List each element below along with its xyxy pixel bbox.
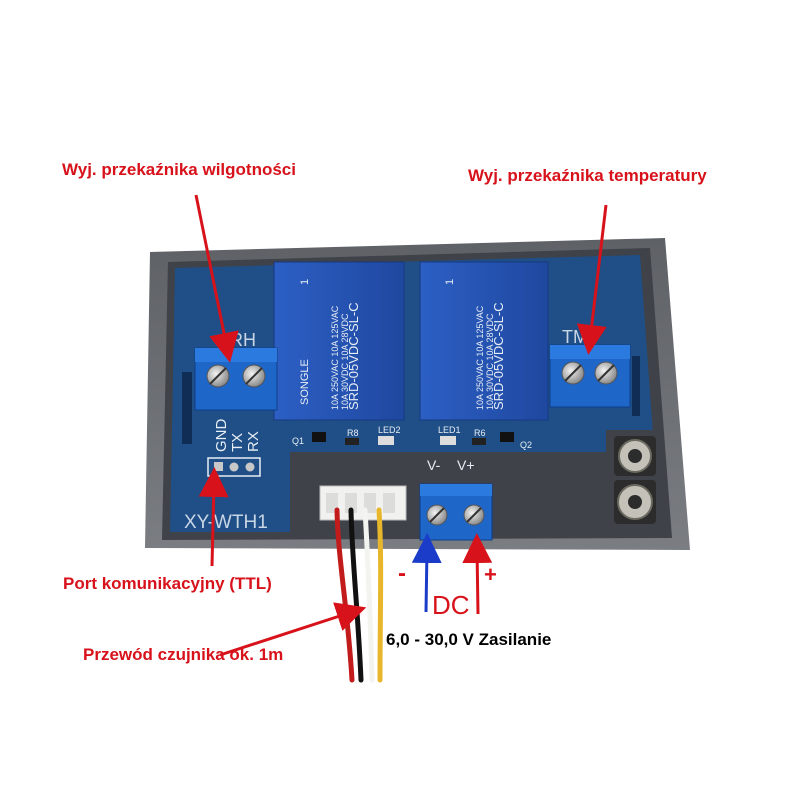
relay-rating-text: 10A 30VDC 10A 28VDC	[340, 313, 350, 410]
power-supply-label: 6,0 - 30,0 V Zasilanie	[386, 630, 552, 649]
sensor-wires	[334, 507, 384, 683]
capacitors	[614, 436, 656, 524]
plus-sign: +	[484, 562, 497, 587]
tx-label: TX	[229, 433, 246, 452]
side-header-pins	[182, 356, 640, 444]
ttl-port[interactable]: GND TX RX	[207, 419, 262, 477]
arrow-icon	[462, 533, 493, 615]
comm-port-label: Port komunikacyjny (TTL)	[63, 574, 272, 593]
arrow-icon	[194, 194, 239, 363]
q2-label: Q2	[520, 440, 532, 450]
minus-sign: -	[398, 560, 406, 587]
humidity-relay-label: Wyj. przekaźnika wilgotności	[62, 160, 296, 179]
relay-rating-text: 10A 250VAC 10A 125VAC	[475, 305, 485, 410]
rh-silk-label: RH	[230, 330, 256, 350]
arrow-icon	[198, 467, 229, 567]
model-silk-label: XY-WTH1	[184, 512, 268, 533]
q1-label: Q1	[292, 436, 304, 446]
relay-mark-text: 1	[444, 279, 456, 285]
arrow-icon	[411, 533, 442, 613]
relay-humidity: SONGLE SRD-05VDC-SL-C 10A 250VAC 10A 125…	[273, 261, 405, 421]
r6-label: R6	[474, 428, 486, 438]
led2-label: LED2	[378, 425, 401, 435]
tm-silk-label: TM	[562, 327, 588, 347]
arrow-icon	[219, 602, 367, 657]
relay-rating-text: 10A 250VAC 10A 125VAC	[330, 305, 340, 410]
r8-label: R8	[347, 428, 359, 438]
smd-components: Q1 R8 LED2 LED1 R6 Q2	[292, 425, 532, 450]
relay-brand-text: SONGLE	[299, 359, 311, 405]
dc-label: DC	[432, 590, 470, 620]
relay-model-text: SRD-05VDC-SL-C	[346, 302, 361, 410]
relay-model-text: SRD-05VDC-SL-C	[491, 302, 506, 410]
rx-label: RX	[245, 431, 262, 452]
relay-mark-text: 1	[299, 279, 311, 285]
led1-label: LED1	[438, 425, 461, 435]
relay-rating-text: 10A 30VDC 10A 28VDC	[485, 313, 495, 410]
terminal-tm[interactable]: TM	[549, 327, 631, 408]
sensor-wire-label: Przewód czujnika ok. 1m	[83, 645, 284, 664]
vminus-label: V-	[427, 457, 441, 473]
temperature-relay-label: Wyj. przekaźnika temperatury	[468, 166, 707, 185]
relay-temperature: SRD-05VDC-SL-C 10A 250VAC 10A 125VAC 10A…	[419, 261, 549, 421]
gnd-label: GND	[213, 419, 230, 453]
terminal-dc[interactable]: V- V+	[419, 457, 493, 541]
arrow-icon	[576, 204, 608, 355]
annotation-arrows	[194, 194, 608, 657]
vplus-label: V+	[457, 457, 475, 473]
